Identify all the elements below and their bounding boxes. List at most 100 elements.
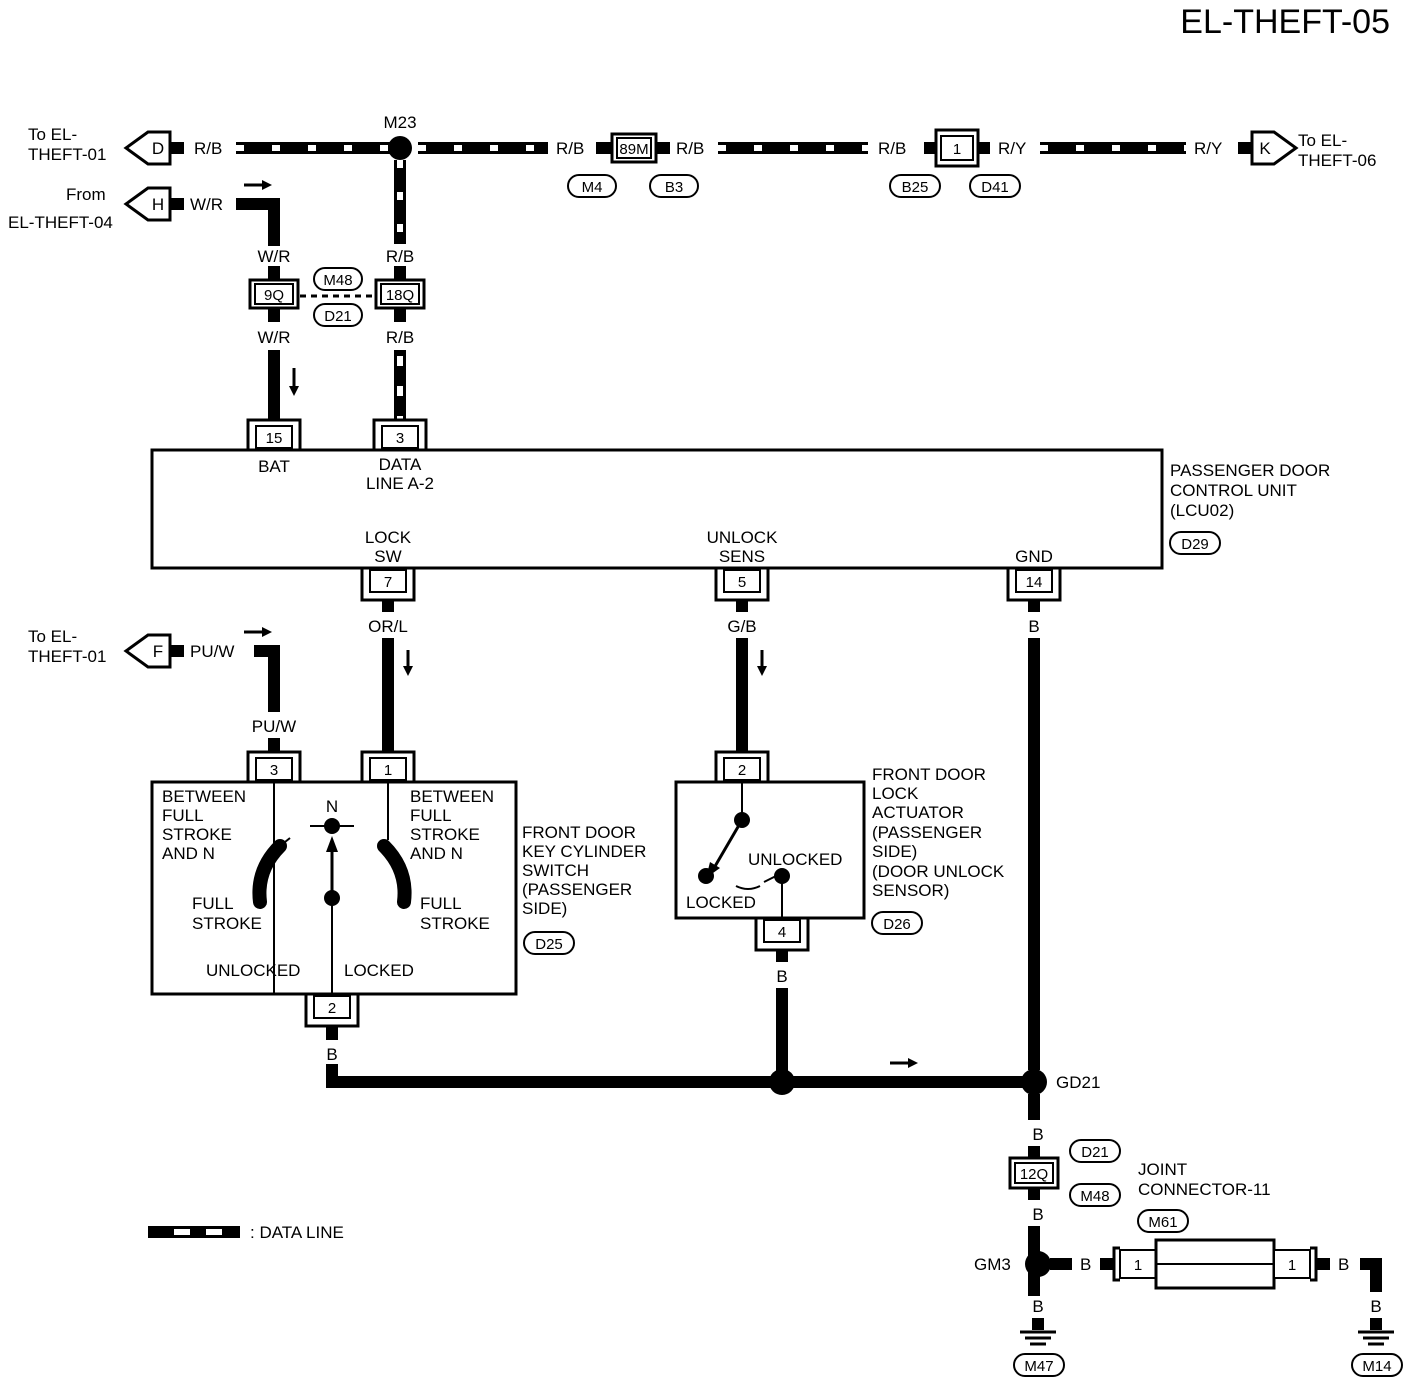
wire-wr (236, 198, 280, 246)
svg-text:1: 1 (1134, 1257, 1142, 1274)
svg-text:BETWEEN: BETWEEN (410, 787, 494, 806)
svg-text:M14: M14 (1362, 1358, 1391, 1375)
arrow-down-icon (289, 368, 299, 396)
offpage-connector-k: K To EL- THEFT-06 (1250, 130, 1376, 170)
pin-number: 2 (738, 762, 746, 779)
connector-id-b25: B25 (889, 174, 941, 198)
offpage-connector-h: H From EL-THEFT-04 (8, 185, 172, 232)
terminal-label: BAT (258, 457, 290, 476)
wire-color: B (1338, 1255, 1349, 1274)
svg-text:STROKE: STROKE (162, 825, 232, 844)
svg-text:M4: M4 (582, 179, 603, 196)
component-name: FRONT DOOR (872, 765, 986, 784)
connector-id-m61: M61 (1137, 1209, 1189, 1233)
pin-number: 14 (1026, 574, 1043, 591)
component-name: (DOOR UNLOCK (872, 862, 1005, 881)
terminal-label: DATA (379, 455, 422, 474)
wire-color: B (776, 967, 787, 986)
terminal-label: SW (374, 547, 401, 566)
svg-text:UNLOCKED: UNLOCKED (748, 850, 842, 869)
svg-text:M61: M61 (1148, 1214, 1177, 1231)
svg-text:To EL-: To EL- (28, 627, 77, 646)
svg-text:STROKE: STROKE (420, 914, 490, 933)
pin-number: 5 (738, 574, 746, 591)
terminal-label: LINE A-2 (366, 474, 434, 493)
splice-gm3 (1025, 1251, 1051, 1277)
svg-text:: DATA LINE: : DATA LINE (250, 1223, 344, 1242)
svg-text:1: 1 (1288, 1257, 1296, 1274)
component-name: SIDE) (872, 842, 917, 861)
terminal-label: LOCK (365, 528, 412, 547)
wire-color: R/B (676, 139, 704, 158)
offpage-connector-f: F To EL- THEFT-01 (28, 627, 172, 669)
svg-text:EL-THEFT-04: EL-THEFT-04 (8, 213, 113, 232)
component-name: ACTUATOR (872, 803, 964, 822)
svg-text:THEFT-01: THEFT-01 (28, 145, 106, 164)
splice-label: GM3 (974, 1255, 1011, 1274)
connector-id-d25: D25 (523, 931, 575, 955)
connector-89m: 89M (610, 132, 658, 164)
svg-text:AND N: AND N (410, 844, 463, 863)
wire-color: B (326, 1045, 337, 1064)
svg-text:FULL: FULL (420, 894, 462, 913)
component-name: (PASSENGER (522, 880, 632, 899)
svg-text:M47: M47 (1024, 1358, 1053, 1375)
ground-icon (1020, 1330, 1056, 1346)
svg-text:D25: D25 (535, 936, 563, 953)
svg-text:H: H (152, 195, 164, 214)
connector-id-d21: D21 (313, 303, 363, 327)
component-name: FRONT DOOR (522, 823, 636, 842)
wire-color: R/B (194, 139, 222, 158)
svg-text:D21: D21 (324, 308, 352, 325)
connector-9q: 9Q (248, 278, 300, 310)
svg-text:1: 1 (953, 141, 961, 158)
pin-number: 7 (384, 574, 392, 591)
legend-data-line: : DATA LINE (148, 1223, 344, 1242)
wire-color: B (1080, 1255, 1091, 1274)
arrow-down-icon (757, 650, 767, 676)
wire-puw (254, 645, 280, 712)
arrow-icon (244, 180, 272, 190)
wire-b (1360, 1258, 1382, 1292)
ground-icon (1358, 1330, 1394, 1346)
connector-id-b3: B3 (649, 174, 699, 198)
component-name: CONNECTOR-11 (1138, 1180, 1271, 1199)
wire-color: W/R (257, 247, 290, 266)
svg-text:FULL: FULL (162, 806, 204, 825)
connector-id-m4: M4 (567, 174, 617, 198)
arrow-icon (244, 627, 272, 637)
component-name: SENSOR) (872, 881, 949, 900)
wire-color: W/R (190, 195, 223, 214)
component-name: PASSENGER DOOR (1170, 461, 1330, 480)
svg-text:From: From (66, 185, 106, 204)
pin-number: 3 (396, 430, 404, 447)
front-door-key-cylinder-switch: 3 1 2 N BETWEEN FULL STROKE AND N BETWEE… (150, 750, 518, 1028)
svg-text:D29: D29 (1181, 536, 1209, 553)
wire-color: B (1028, 617, 1039, 636)
svg-text:To EL-: To EL- (28, 125, 77, 144)
svg-text:K: K (1259, 139, 1271, 158)
svg-text:18Q: 18Q (386, 287, 414, 304)
joint-connector-11: 1 1 (1112, 1238, 1318, 1290)
svg-text:THEFT-06: THEFT-06 (1298, 151, 1376, 170)
splice (769, 1069, 795, 1095)
wire-color: R/B (556, 139, 584, 158)
svg-text:M48: M48 (323, 272, 352, 289)
svg-text:9Q: 9Q (264, 287, 284, 304)
component-name: KEY CYLINDER (522, 842, 646, 861)
component-name: (LCU02) (1170, 501, 1234, 520)
connector-id-d21: D21 (1069, 1139, 1121, 1163)
svg-text:D: D (152, 139, 164, 158)
svg-text:12Q: 12Q (1020, 1166, 1048, 1183)
connector-id-d41: D41 (969, 174, 1021, 198)
wire-color: B (1032, 1125, 1043, 1144)
component-name: LOCK (872, 784, 919, 803)
terminal-label: GND (1015, 547, 1053, 566)
connector-12q: 12Q (1008, 1156, 1060, 1190)
pin-number: 15 (266, 430, 283, 447)
splice-label: M23 (383, 113, 416, 132)
connector-id-m47: M47 (1013, 1353, 1065, 1377)
svg-text:D21: D21 (1081, 1144, 1109, 1161)
arrow-down-icon (403, 650, 413, 676)
